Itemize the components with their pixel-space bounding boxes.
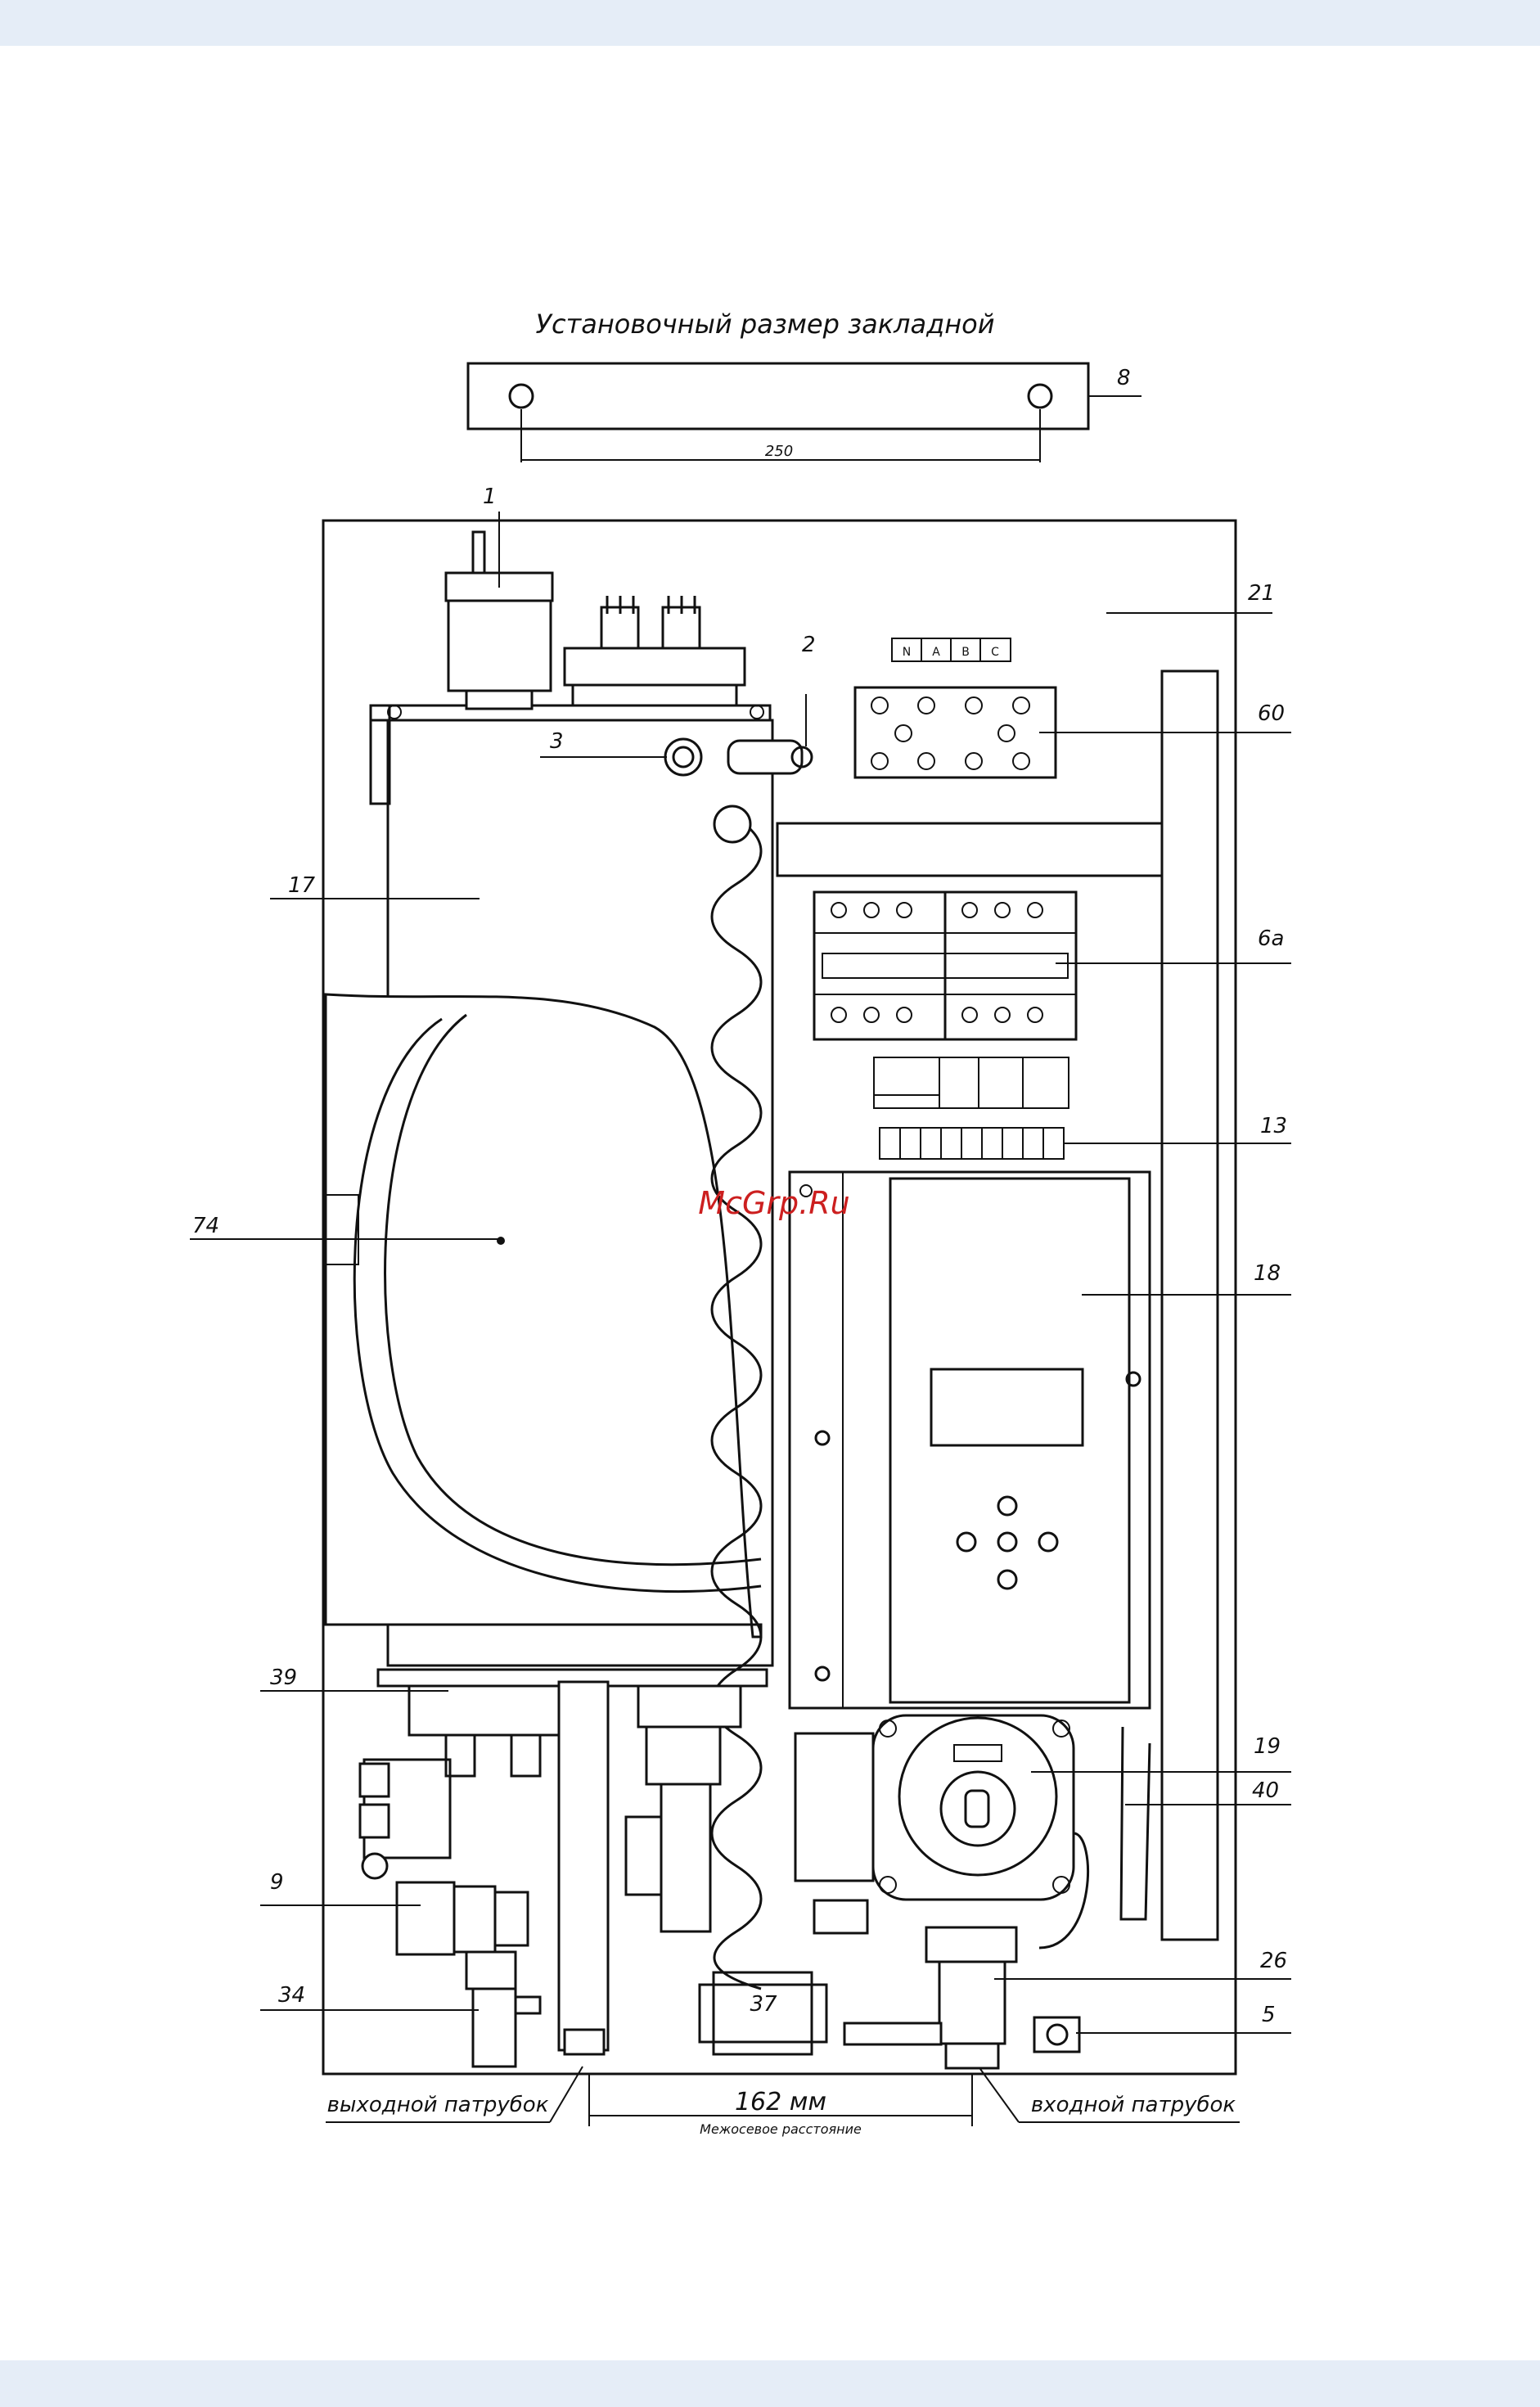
mount-plate: 250 8 (468, 363, 1141, 462)
callout-9: 9 (270, 1870, 284, 1895)
key-left-icon (957, 1533, 975, 1551)
heater-flange (565, 596, 745, 705)
callout-2: 2 (802, 633, 816, 657)
key-right-icon (1039, 1533, 1057, 1551)
terminal-letter-n: N (903, 646, 911, 659)
callout-13: 13 (1260, 1114, 1287, 1138)
pressure-sensor: 37 (700, 1972, 826, 2054)
plate-dimension: 250 (765, 443, 793, 460)
callout-8: 8 (1117, 366, 1131, 390)
callout-3: 3 (550, 729, 564, 754)
terminal-letter-b: B (961, 646, 970, 659)
circuit-breakers (814, 892, 1076, 1039)
terminal-letter-c: C (991, 646, 999, 659)
callout-21: 21 (1248, 581, 1275, 606)
pipe-assembly (559, 1682, 720, 2054)
inlet-label: входной патрубок (1031, 2093, 1236, 2117)
callout-74: 74 (192, 1214, 219, 1238)
callout-40: 40 (1252, 1778, 1279, 1803)
circulation-pump (795, 1715, 1150, 1933)
terminal-strip (880, 1128, 1064, 1159)
callout-17: 17 (288, 873, 316, 898)
control-unit (790, 1172, 1150, 1708)
relief-valve-assembly (360, 1760, 540, 2067)
display-screen (931, 1369, 1083, 1445)
relay-labels (874, 1057, 1069, 1108)
callout-1: 1 (483, 485, 497, 509)
callout-5: 5 (1262, 2003, 1276, 2027)
key-down-icon (998, 1571, 1016, 1589)
callout-19: 19 (1254, 1734, 1281, 1759)
overheat-thermostat (728, 741, 812, 773)
insulation-jacket (326, 994, 761, 1637)
outlet-label: выходной патрубок (327, 2093, 549, 2117)
temperature-sensor (665, 739, 701, 775)
callout-34: 34 (278, 1983, 305, 2008)
inlet-label-group: входной патрубок (980, 2069, 1240, 2122)
terminal-letter-a: A (932, 646, 940, 659)
callout-39: 39 (270, 1666, 297, 1690)
cable-gland (714, 806, 750, 842)
vertical-rail (1162, 671, 1218, 1940)
key-up-icon (998, 1497, 1016, 1515)
spacing-dimension: 162 мм Межосевое расстояние (589, 2075, 972, 2137)
diagram-title: Установочный размер закладной (535, 309, 994, 340)
horizontal-rail (777, 823, 1162, 876)
callout-37: 37 (750, 1992, 777, 2017)
terminal-letters: N A B C (892, 638, 1011, 661)
control-keypad (957, 1497, 1057, 1589)
spacing-value: 162 мм (735, 2088, 826, 2116)
key-center-icon (998, 1533, 1016, 1551)
watermark: McGrp.Ru (698, 1185, 849, 1221)
spacing-caption: Межосевое расстояние (700, 2121, 862, 2137)
callout-60: 60 (1258, 701, 1285, 726)
callout-26: 26 (1260, 1949, 1287, 1973)
callout-18: 18 (1254, 1261, 1281, 1286)
callout-6a: 6a (1258, 926, 1284, 951)
power-terminal-block (855, 687, 1056, 778)
